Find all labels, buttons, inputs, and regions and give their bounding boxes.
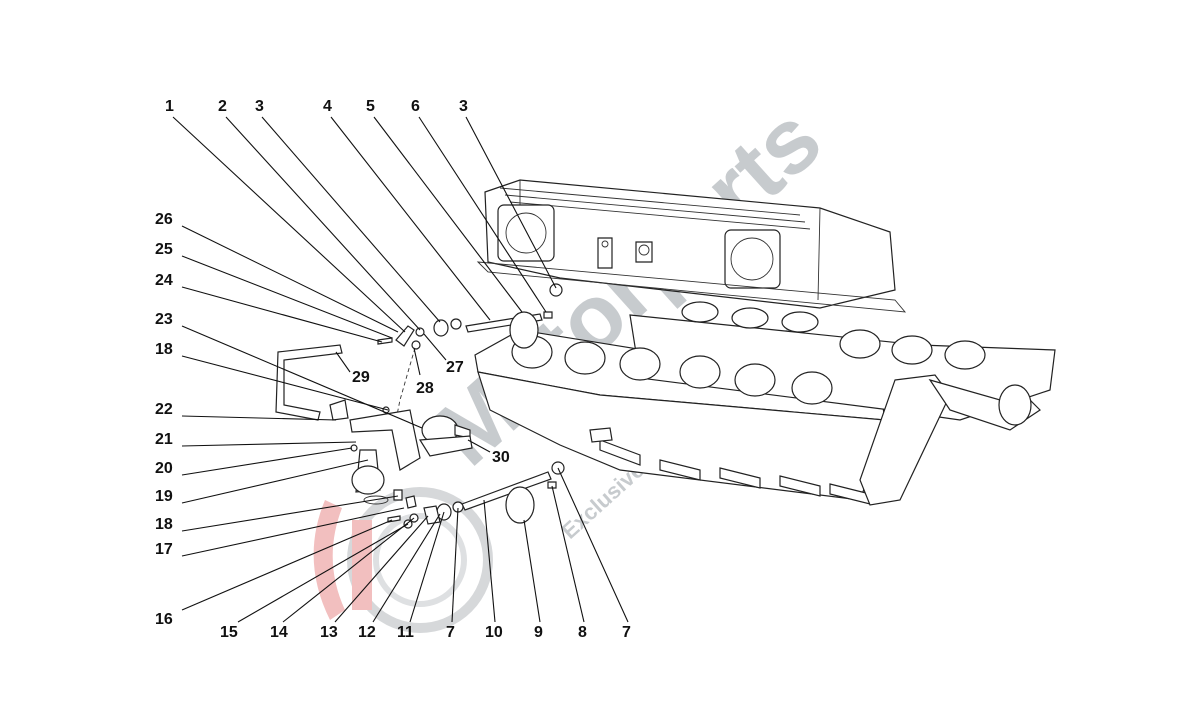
callout-26: 26 <box>155 211 173 228</box>
callout-7b: 7 <box>622 624 631 641</box>
callout-3b: 3 <box>459 98 468 115</box>
callout-29: 29 <box>352 369 370 386</box>
intake-plenum-cover <box>476 179 907 313</box>
callout-27: 27 <box>446 359 464 376</box>
callout-5: 5 <box>366 98 375 115</box>
callout-3: 3 <box>255 98 264 115</box>
callout-14: 14 <box>270 624 288 641</box>
callout-labels: 1 2 3 4 5 6 3 26 25 24 23 18 22 21 20 19… <box>155 98 631 641</box>
callout-15: 15 <box>220 624 238 641</box>
actuator-assembly <box>275 344 473 505</box>
callout-9: 9 <box>534 624 543 641</box>
callout-16: 16 <box>155 611 173 628</box>
callout-24: 24 <box>155 272 173 289</box>
callout-11: 11 <box>397 624 414 641</box>
leader-lines <box>172 116 629 623</box>
callout-13: 13 <box>320 624 338 641</box>
callout-1: 1 <box>165 98 174 115</box>
intake-manifold <box>474 301 1056 506</box>
vacuum-capsule-lower <box>351 465 385 495</box>
callout-28: 28 <box>416 380 434 397</box>
callout-2: 2 <box>218 98 227 115</box>
brand-badge-icon <box>313 487 493 633</box>
manifold-flanges <box>599 439 871 505</box>
callout-21: 21 <box>155 431 173 448</box>
callout-23: 23 <box>155 311 173 328</box>
callout-25: 25 <box>155 241 173 258</box>
callout-8: 8 <box>578 624 587 641</box>
callout-12: 12 <box>358 624 376 641</box>
mounting-bracket <box>349 409 421 471</box>
callout-18b: 18 <box>155 516 173 533</box>
callout-22: 22 <box>155 401 173 418</box>
callout-6: 6 <box>411 98 420 115</box>
callout-20: 20 <box>155 460 173 477</box>
upper-throttle-plate <box>509 311 539 349</box>
callout-10: 10 <box>485 624 503 641</box>
lower-throttle-plate <box>505 486 535 524</box>
callout-7a: 7 <box>446 624 455 641</box>
callout-30: 30 <box>492 449 510 466</box>
callout-19: 19 <box>155 488 173 505</box>
vacuum-pipe <box>275 344 343 421</box>
runner-bells <box>511 301 986 405</box>
callout-4: 4 <box>323 98 332 115</box>
callout-18a: 18 <box>155 341 173 358</box>
callout-17: 17 <box>155 541 173 558</box>
upper-throttle-linkage <box>377 283 563 431</box>
